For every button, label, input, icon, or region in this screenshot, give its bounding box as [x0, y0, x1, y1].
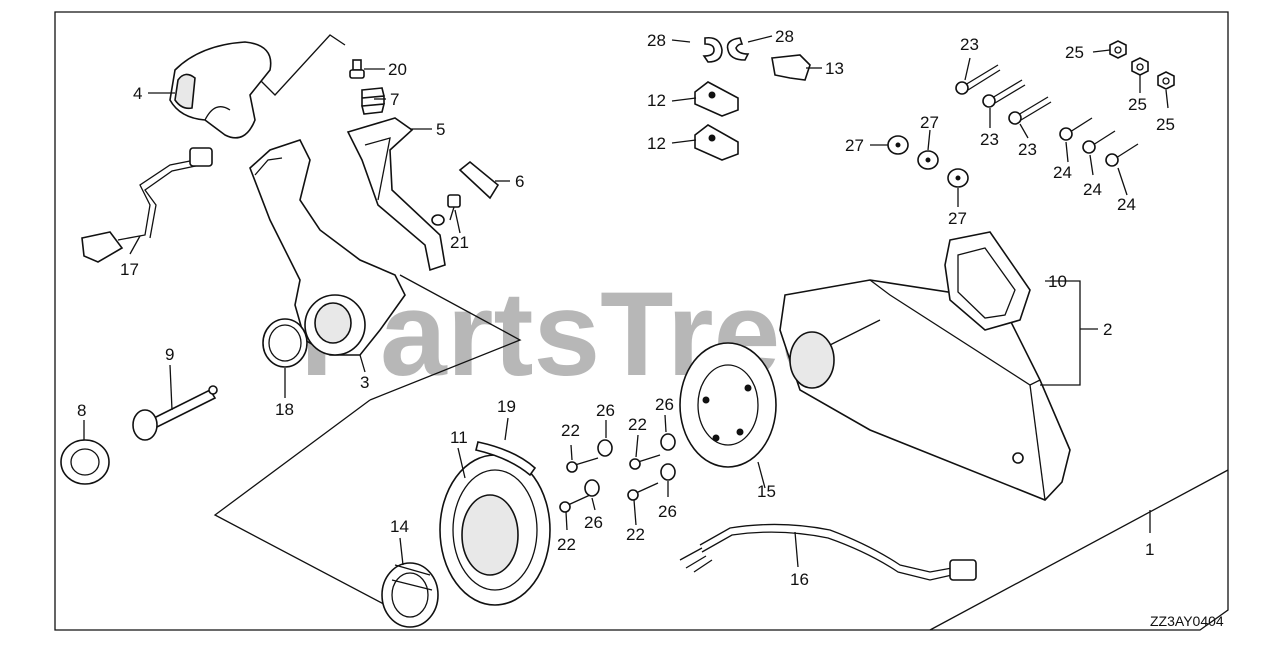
- label-part-1[interactable]: 1: [1145, 540, 1154, 559]
- label-part-23-a[interactable]: 23: [960, 35, 979, 54]
- part-19-spring-strip[interactable]: [475, 441, 537, 477]
- label-part-21[interactable]: 21: [450, 233, 469, 252]
- part-11-reel[interactable]: [439, 454, 551, 606]
- callout-labels: 1 2 3 4 5 6 7 8 9 10 11 12 12 13 14 15 1…: [77, 27, 1224, 629]
- label-part-2[interactable]: 2: [1103, 320, 1112, 339]
- label-part-18[interactable]: 18: [275, 400, 294, 419]
- label-part-8[interactable]: 8: [77, 401, 86, 420]
- part-21-screw[interactable]: [431, 194, 461, 226]
- label-part-22-b[interactable]: 22: [628, 415, 647, 434]
- part-17-stop-switch-wire[interactable]: [81, 147, 213, 263]
- part-25-nut-1[interactable]: [1109, 40, 1127, 59]
- part-6-lever-pin[interactable]: [458, 160, 500, 200]
- part-4-throttle-grip[interactable]: [169, 41, 272, 139]
- label-part-23-b[interactable]: 23: [980, 130, 999, 149]
- label-part-26-d[interactable]: 26: [658, 502, 677, 521]
- label-part-25-a[interactable]: 25: [1065, 43, 1084, 62]
- frame-diagonal: [929, 469, 1229, 631]
- label-part-19[interactable]: 19: [497, 397, 516, 416]
- part-14-ratchet[interactable]: [381, 562, 439, 628]
- part-26-washer-1[interactable]: [597, 439, 613, 457]
- part-26-washer-3[interactable]: [584, 479, 600, 497]
- part-23-bolt-2[interactable]: [982, 79, 1026, 108]
- label-part-28-b[interactable]: 28: [775, 27, 794, 46]
- part-23-bolt-1[interactable]: [955, 64, 1001, 95]
- label-part-22-c[interactable]: 22: [557, 535, 576, 554]
- label-part-27-b[interactable]: 27: [920, 113, 939, 132]
- leader-lines: [83, 35, 1169, 568]
- part-9-shaft[interactable]: [132, 385, 218, 441]
- part-12-clip-lower[interactable]: [694, 124, 739, 161]
- part-3-handle-housing[interactable]: [249, 139, 406, 356]
- label-part-25-c[interactable]: 25: [1156, 115, 1175, 134]
- part-16-wire-harness[interactable]: [679, 523, 977, 581]
- part-22-screw-4[interactable]: [627, 482, 659, 501]
- part-24-screw-1[interactable]: [1059, 117, 1093, 141]
- label-part-20[interactable]: 20: [388, 60, 407, 79]
- part-12-clip-upper[interactable]: [694, 81, 739, 117]
- part-20-screw[interactable]: [349, 59, 365, 79]
- part-25-nut-3[interactable]: [1157, 71, 1175, 90]
- label-part-4[interactable]: 4: [133, 84, 142, 103]
- label-part-6[interactable]: 6: [515, 172, 524, 191]
- group-line-grip: [254, 34, 346, 96]
- part-26-washer-4[interactable]: [660, 463, 676, 481]
- part-5-throttle-lever[interactable]: [346, 117, 446, 272]
- part-15-starter-flange[interactable]: [679, 342, 777, 468]
- label-part-10[interactable]: 10: [1048, 272, 1067, 291]
- diagram-code: ZZ3AY0404: [1150, 613, 1224, 629]
- part-22-screw-1[interactable]: [566, 457, 599, 473]
- label-part-24-c[interactable]: 24: [1117, 195, 1136, 214]
- label-part-15[interactable]: 15: [757, 482, 776, 501]
- part-23-bolt-3[interactable]: [1008, 96, 1052, 125]
- part-10-gasket-plate[interactable]: [944, 231, 1031, 331]
- label-part-24-b[interactable]: 24: [1083, 180, 1102, 199]
- label-part-26-a[interactable]: 26: [596, 401, 615, 420]
- label-part-9[interactable]: 9: [165, 345, 174, 364]
- label-part-16[interactable]: 16: [790, 570, 809, 589]
- part-27-washer-3[interactable]: [947, 168, 969, 188]
- label-part-23-c[interactable]: 23: [1018, 140, 1037, 159]
- part-2-starter-housing[interactable]: [779, 279, 1071, 501]
- label-part-27-a[interactable]: 27: [845, 136, 864, 155]
- label-part-11[interactable]: 11: [450, 428, 468, 447]
- part-28-e-clip-right[interactable]: [726, 37, 750, 61]
- label-part-7[interactable]: 7: [390, 90, 399, 109]
- group-line-handle: [369, 274, 522, 401]
- part-18-o-ring[interactable]: [262, 318, 308, 368]
- label-part-17[interactable]: 17: [120, 260, 139, 279]
- label-part-28-a[interactable]: 28: [647, 31, 666, 50]
- label-part-13[interactable]: 13: [825, 59, 844, 78]
- label-part-3[interactable]: 3: [360, 373, 369, 392]
- label-part-26-c[interactable]: 26: [584, 513, 603, 532]
- label-part-24-a[interactable]: 24: [1053, 163, 1072, 182]
- label-part-26-b[interactable]: 26: [655, 395, 674, 414]
- part-24-screw-3[interactable]: [1105, 143, 1139, 167]
- part-22-screw-2[interactable]: [629, 454, 661, 470]
- label-part-12-upper[interactable]: 12: [647, 91, 666, 110]
- part-28-e-clip-left[interactable]: [702, 36, 723, 63]
- label-part-27-c[interactable]: 27: [948, 209, 967, 228]
- label-part-12-lower[interactable]: 12: [647, 134, 666, 153]
- part-24-screw-2[interactable]: [1082, 130, 1116, 154]
- part-27-washer-1[interactable]: [887, 135, 909, 155]
- part-27-washer-2[interactable]: [917, 150, 939, 170]
- diagram-frame: [54, 11, 1229, 631]
- label-part-22-d[interactable]: 22: [626, 525, 645, 544]
- part-13-block[interactable]: [771, 54, 811, 81]
- part-25-nut-2[interactable]: [1131, 57, 1149, 76]
- label-part-5[interactable]: 5: [436, 120, 445, 139]
- group-line-reel: [213, 399, 396, 611]
- part-26-washer-2[interactable]: [660, 433, 676, 451]
- part-22-screw-3[interactable]: [559, 494, 591, 513]
- label-part-25-b[interactable]: 25: [1128, 95, 1147, 114]
- label-part-22-a[interactable]: 22: [561, 421, 580, 440]
- part-7-spring[interactable]: [360, 87, 386, 115]
- label-part-14[interactable]: 14: [390, 517, 409, 536]
- part-8-cap[interactable]: [60, 439, 110, 485]
